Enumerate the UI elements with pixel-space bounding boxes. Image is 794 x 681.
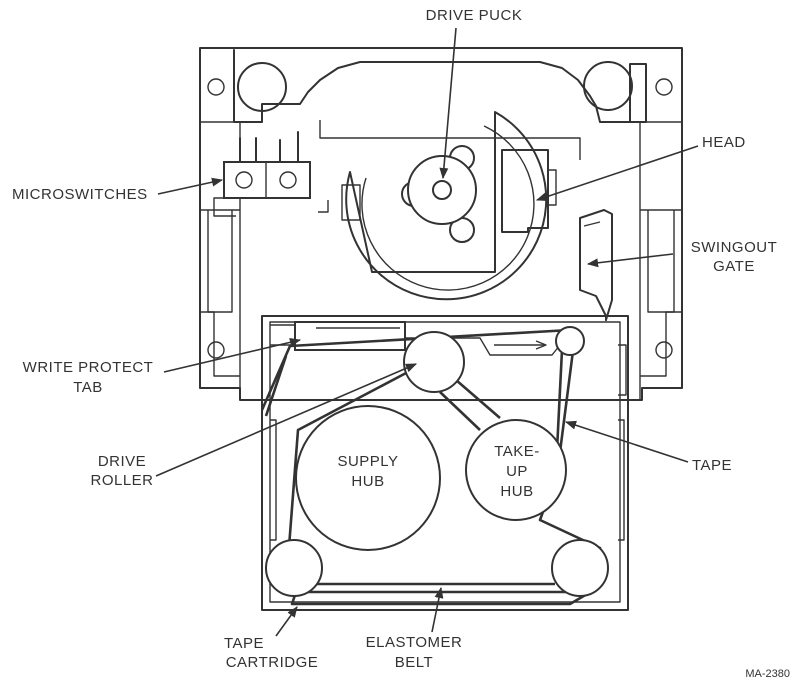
label-tape-cartridge-line2: CARTRIDGE bbox=[226, 654, 319, 671]
label-supply-hub-line1: SUPPLY bbox=[337, 453, 398, 470]
drive-puck-assembly bbox=[341, 111, 548, 301]
mount-hole-upper-left bbox=[207, 78, 225, 96]
head-assembly bbox=[501, 149, 557, 233]
label-supply-hub-line2: HUB bbox=[351, 473, 384, 490]
supply-hub bbox=[295, 405, 441, 551]
drive-roller bbox=[403, 331, 465, 393]
belt-corner-roller-left bbox=[265, 539, 323, 597]
label-drive-roller-line2: ROLLER bbox=[90, 472, 153, 489]
mount-hole-lower-left bbox=[207, 341, 225, 359]
drive-frame bbox=[199, 47, 683, 401]
tape-guide-roller bbox=[555, 326, 585, 356]
leader-write-protect-tab bbox=[163, 337, 302, 373]
label-head: HEAD bbox=[702, 134, 746, 151]
label-elastomer-belt-line1: ELASTOMER bbox=[366, 634, 463, 651]
label-drive-roller-line1: DRIVE bbox=[98, 453, 146, 470]
leader-drive-puck bbox=[439, 27, 457, 180]
leader-head bbox=[535, 145, 699, 202]
tape-cartridge bbox=[261, 315, 629, 611]
label-write-protect-tab-line1: WRITE PROTECT bbox=[23, 359, 154, 376]
take-up-hub bbox=[465, 419, 567, 521]
leader-microswitches bbox=[157, 177, 224, 195]
belt-corner-roller-right bbox=[551, 539, 609, 597]
leader-tape-cartridge bbox=[275, 606, 298, 637]
leader-swingout-gate bbox=[586, 253, 674, 268]
frame-hole-left bbox=[237, 62, 287, 112]
swingout-gate bbox=[579, 209, 613, 321]
label-microswitches: MICROSWITCHES bbox=[12, 186, 148, 203]
label-take-up-hub-line2: UP bbox=[506, 463, 528, 480]
label-elastomer-belt-line2: BELT bbox=[395, 654, 433, 671]
label-take-up-hub-line1: TAKE- bbox=[494, 443, 540, 460]
label-swingout-gate-line2: GATE bbox=[713, 258, 755, 275]
head bbox=[501, 149, 549, 233]
mount-hole-lower-right bbox=[655, 341, 673, 359]
leader-drive-roller bbox=[155, 363, 418, 477]
label-tape-cartridge-line1: TAPE bbox=[224, 635, 264, 652]
leader-tape bbox=[564, 420, 689, 463]
label-write-protect-tab-line2: TAB bbox=[73, 379, 103, 396]
figure-id: MA-2380 bbox=[745, 668, 790, 680]
drive-puck bbox=[407, 155, 477, 225]
label-swingout-gate-line1: SWINGOUT bbox=[691, 239, 778, 256]
label-drive-puck: DRIVE PUCK bbox=[426, 7, 523, 24]
leader-elastomer-belt bbox=[431, 586, 444, 633]
frame-hole-right bbox=[583, 61, 633, 111]
drive-puck-hub bbox=[432, 180, 452, 200]
leader-lines bbox=[155, 27, 699, 637]
microswitches bbox=[213, 131, 311, 217]
mount-hole-upper-right bbox=[655, 78, 673, 96]
label-take-up-hub-line3: HUB bbox=[500, 483, 533, 500]
label-tape: TAPE bbox=[692, 457, 732, 474]
